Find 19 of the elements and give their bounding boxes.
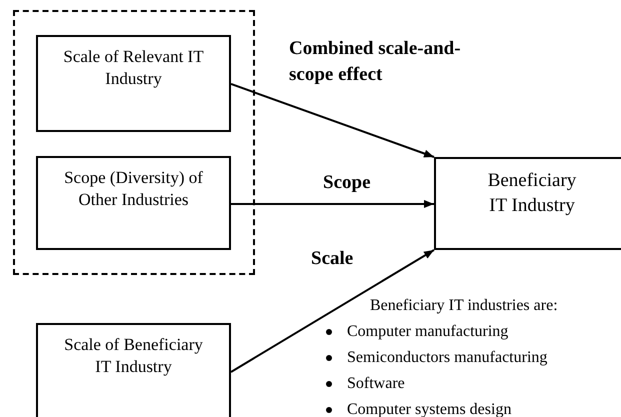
box-label: Scope (Diversity) of Other Industries: [63, 167, 204, 212]
edge-label: Scale: [311, 247, 354, 271]
list-item: Computer manufacturing: [347, 322, 508, 342]
edge-label: Scope: [323, 171, 370, 195]
arrow: [231, 200, 434, 208]
process-box: [36, 35, 231, 132]
arrow: [230, 83, 434, 158]
box-label: Beneficiary IT Industry: [486, 169, 578, 218]
arrow: [230, 249, 435, 373]
list-item: Software: [347, 374, 405, 394]
list-item: Semiconductors manufacturing: [347, 348, 548, 368]
process-box: [36, 156, 231, 250]
edge-label: Combined scale-and-scope effect: [289, 37, 462, 87]
dashed-group-box: [13, 10, 255, 275]
note-heading: Beneficiary IT industries are:: [369, 296, 558, 316]
box-label: Scale of Relevant IT Industry: [62, 46, 205, 90]
box-label: Scale of Beneficiary IT Industry: [63, 334, 204, 378]
process-box: [434, 157, 621, 250]
process-box: [36, 323, 231, 417]
